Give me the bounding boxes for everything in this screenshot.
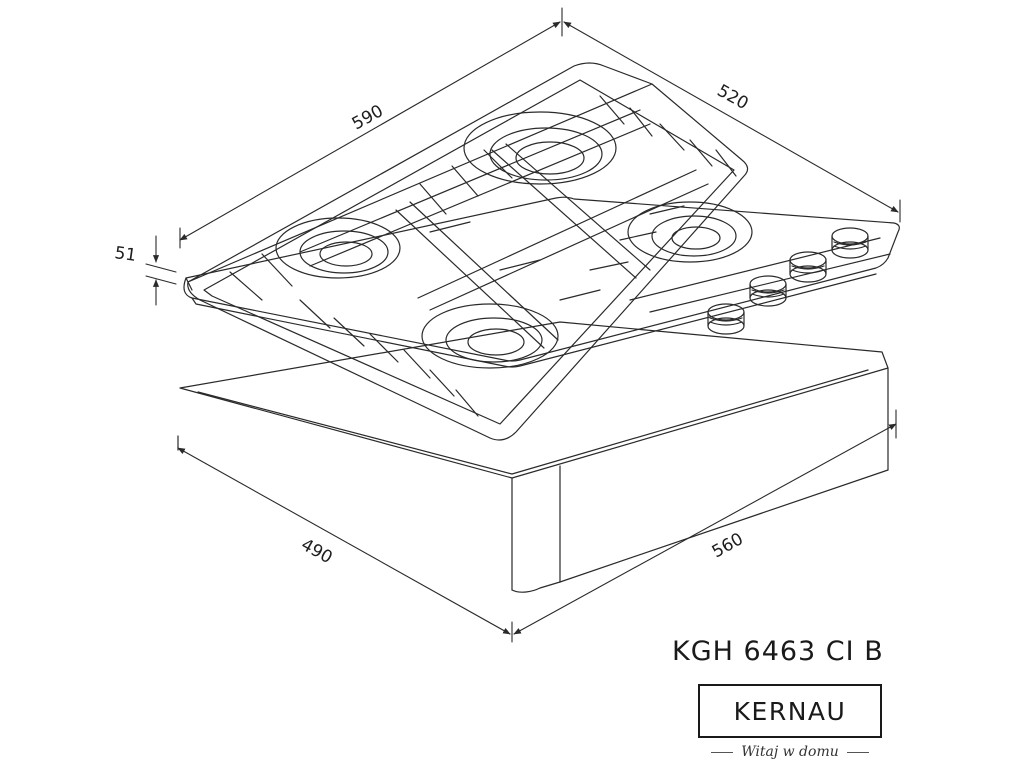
knob-3 <box>789 251 827 283</box>
knob-4 <box>831 227 869 259</box>
control-panel <box>629 237 891 313</box>
dimension-lines <box>145 7 901 643</box>
brand-tagline: Witaj w domu <box>700 744 880 760</box>
knobs <box>707 227 869 335</box>
dim-label-560: 560 <box>709 529 747 562</box>
pan-supports <box>187 62 749 441</box>
dim-label-490: 490 <box>298 535 336 568</box>
model-number: KGH 6463 CI B <box>672 636 884 667</box>
knob-2 <box>749 275 787 307</box>
dim-label-520: 520 <box>714 81 752 114</box>
dim-label-590: 590 <box>349 101 387 134</box>
brand-name: KERNAU <box>733 696 847 726</box>
brand-logo: KERNAU <box>698 684 882 738</box>
dim-label-51: 51 <box>113 243 137 266</box>
tagline-rule-right <box>846 751 869 753</box>
knob-1 <box>707 303 745 335</box>
tagline-text: Witaj w domu <box>741 744 839 760</box>
tagline-rule-left <box>711 751 734 753</box>
